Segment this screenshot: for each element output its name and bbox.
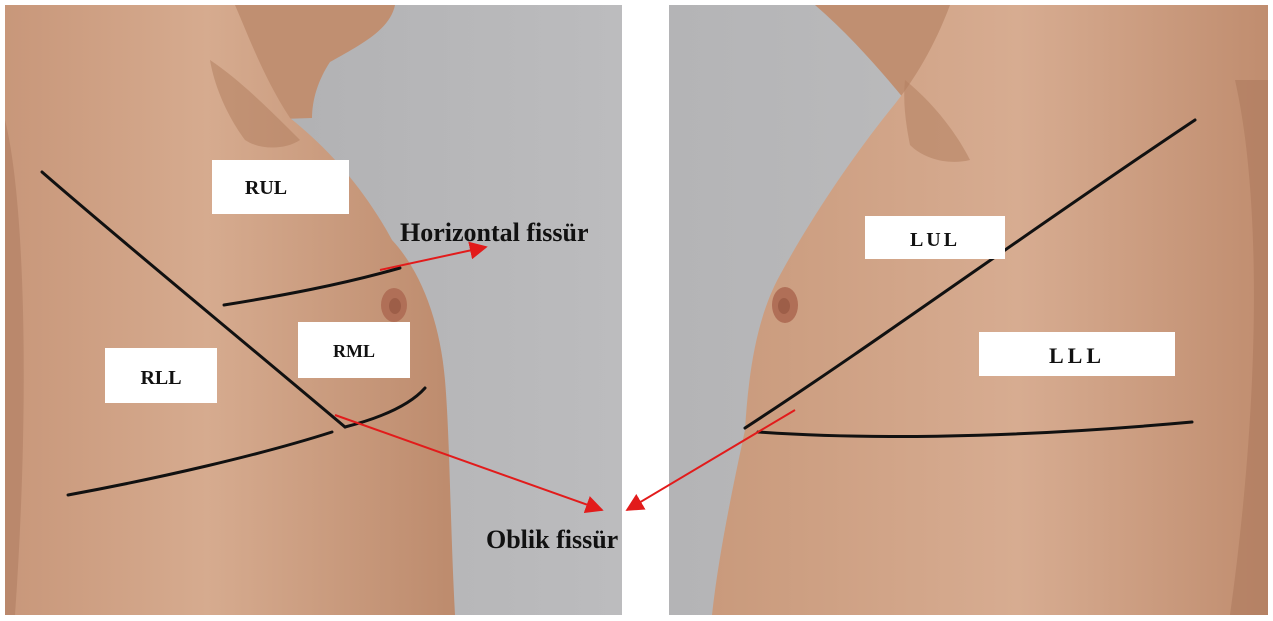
rll-label: RLL bbox=[140, 367, 181, 389]
right-photo-panel: LUL LLL bbox=[669, 5, 1268, 615]
lll-label: LLL bbox=[1049, 343, 1105, 368]
right-nipple-center bbox=[778, 298, 790, 314]
rml-label: RML bbox=[333, 341, 375, 361]
left-nipple-center bbox=[389, 298, 401, 314]
left-photo-panel: RUL RML RLL bbox=[5, 5, 622, 615]
lul-label: LUL bbox=[910, 229, 960, 251]
rul-label: RUL bbox=[245, 177, 287, 199]
oblique-fissure-caption: Oblik fissür bbox=[486, 525, 618, 554]
horizontal-fissure-caption: Horizontal fissür bbox=[400, 218, 589, 247]
